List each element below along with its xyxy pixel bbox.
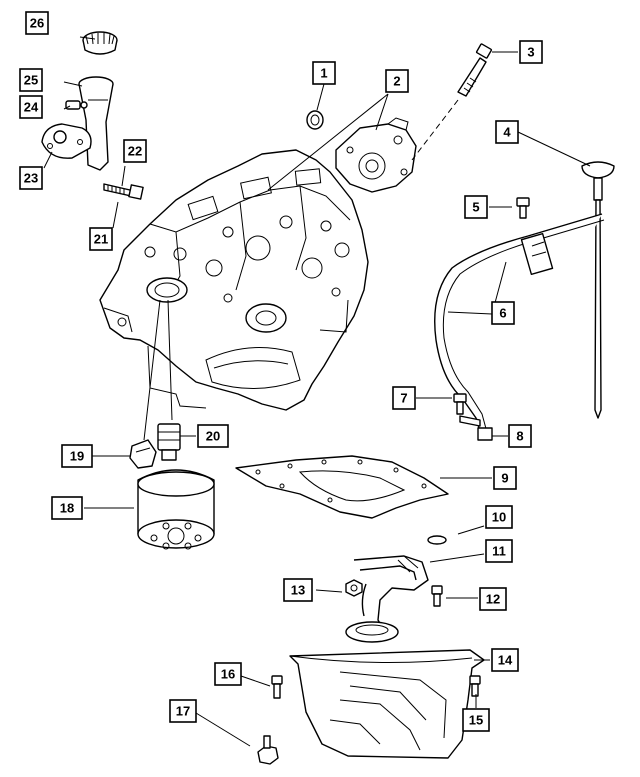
callout-label: 4 bbox=[503, 125, 511, 140]
pan-stud bbox=[271, 675, 283, 699]
callout-8: 8 bbox=[508, 424, 532, 448]
alignment-line bbox=[411, 99, 459, 161]
filter-adapter bbox=[129, 439, 157, 469]
drain-plug bbox=[257, 735, 279, 765]
callout-label: 5 bbox=[472, 200, 479, 215]
callout-label: 17 bbox=[176, 704, 190, 719]
filler-tube-gasket bbox=[41, 123, 92, 159]
core-plug bbox=[306, 110, 324, 130]
callout-4: 4 bbox=[495, 120, 519, 144]
callout-18: 18 bbox=[51, 496, 83, 520]
tube-clip bbox=[65, 100, 88, 110]
callout-10: 10 bbox=[485, 505, 513, 529]
callout-label: 10 bbox=[492, 510, 506, 525]
callout-13: 13 bbox=[283, 578, 313, 602]
callout-label: 15 bbox=[469, 713, 483, 728]
engine-block bbox=[99, 149, 369, 411]
callout-label: 7 bbox=[400, 391, 407, 406]
oil-pickup-tube bbox=[345, 555, 429, 643]
callout-15: 15 bbox=[462, 708, 490, 732]
tube-mount-bolt bbox=[516, 197, 530, 219]
oil-pan bbox=[289, 649, 485, 759]
callout-label: 22 bbox=[128, 144, 142, 159]
callout-22: 22 bbox=[123, 139, 147, 163]
connector-line bbox=[143, 299, 173, 441]
oil-pump bbox=[335, 117, 417, 193]
tube-end-seal bbox=[459, 415, 493, 441]
pickup-bolt bbox=[431, 585, 443, 607]
callout-label: 21 bbox=[94, 232, 108, 247]
long-bolt bbox=[457, 43, 493, 97]
pickup-o-ring bbox=[427, 535, 447, 545]
callout-17: 17 bbox=[169, 699, 197, 723]
callout-16: 16 bbox=[214, 662, 242, 686]
pan-bolt bbox=[469, 675, 481, 697]
callout-label: 24 bbox=[24, 100, 39, 115]
callout-12: 12 bbox=[479, 587, 507, 611]
callout-label: 6 bbox=[499, 306, 506, 321]
pickup-nut bbox=[345, 579, 363, 597]
callout-23: 23 bbox=[19, 166, 43, 190]
leader-lines bbox=[43, 36, 591, 747]
callout-label: 2 bbox=[393, 74, 400, 89]
windage-tray bbox=[235, 455, 449, 519]
callout-label: 25 bbox=[24, 73, 38, 88]
callout-label: 19 bbox=[70, 449, 84, 464]
oil-filler-tube bbox=[78, 76, 114, 171]
callout-19: 19 bbox=[61, 444, 93, 468]
callout-25: 25 bbox=[19, 68, 43, 92]
tube-bolt bbox=[103, 183, 144, 200]
oil-filter bbox=[137, 469, 215, 550]
callout-2: 2 bbox=[385, 69, 409, 93]
filter-fitting bbox=[157, 423, 181, 461]
callout-21: 21 bbox=[89, 227, 113, 251]
callout-24: 24 bbox=[19, 95, 43, 119]
callout-label: 18 bbox=[60, 501, 74, 516]
callout-label: 13 bbox=[291, 583, 305, 598]
oil-filler-cap bbox=[82, 31, 118, 55]
callout-label: 11 bbox=[492, 544, 506, 559]
oil-dipstick bbox=[581, 161, 615, 419]
callout-26: 26 bbox=[25, 11, 49, 35]
callout-label: 9 bbox=[501, 471, 508, 486]
callout-9: 9 bbox=[493, 466, 517, 490]
callout-1: 1 bbox=[312, 61, 336, 85]
callout-11: 11 bbox=[485, 539, 513, 563]
callout-label: 14 bbox=[498, 653, 513, 668]
callout-14: 14 bbox=[491, 648, 519, 672]
callout-7: 7 bbox=[392, 386, 416, 410]
callout-label: 3 bbox=[527, 45, 534, 60]
callout-6: 6 bbox=[491, 301, 515, 325]
dipstick-tube bbox=[434, 213, 605, 439]
callout-label: 16 bbox=[221, 667, 235, 682]
callout-3: 3 bbox=[519, 40, 543, 64]
callout-label: 23 bbox=[24, 171, 38, 186]
callout-label: 1 bbox=[320, 66, 327, 81]
callout-5: 5 bbox=[464, 195, 488, 219]
callout-20: 20 bbox=[197, 424, 229, 448]
callout-label: 12 bbox=[486, 592, 500, 607]
callout-label: 20 bbox=[206, 429, 220, 444]
callout-label: 26 bbox=[30, 16, 44, 31]
callout-label: 8 bbox=[516, 429, 523, 444]
tube-bolt-lower bbox=[453, 393, 467, 415]
